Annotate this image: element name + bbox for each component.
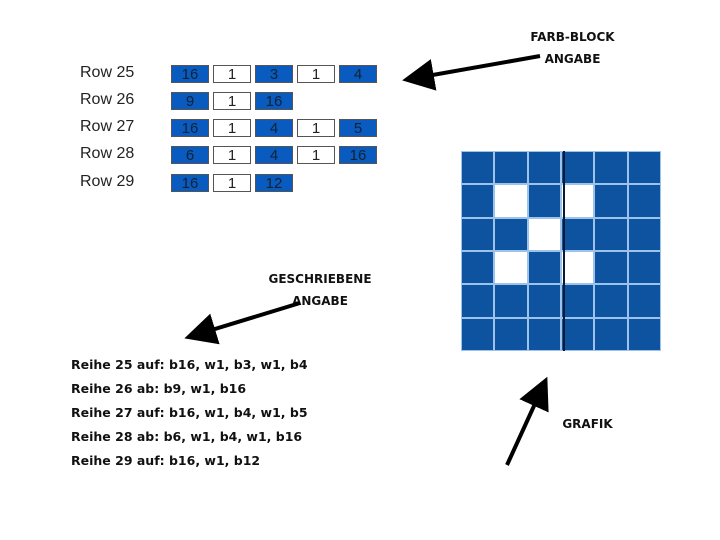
blue-cell: [528, 252, 560, 284]
center-line: [563, 151, 565, 351]
blue-block: 6: [171, 146, 209, 164]
blue-cell: [462, 152, 494, 184]
note-line: GESCHRIEBENE: [268, 272, 372, 286]
white-block: 1: [213, 174, 251, 192]
blue-cell: [462, 285, 494, 317]
blue-cell: [495, 152, 527, 184]
white-block: 1: [213, 65, 251, 83]
row-label: Row 26: [80, 91, 135, 108]
blue-cell: [462, 252, 494, 284]
white-cell: [562, 252, 594, 284]
blue-cell: [462, 218, 494, 250]
arrow-grafik: [505, 376, 549, 466]
note-geschriebene: GESCHRIEBENE ANGABE: [245, 268, 395, 312]
blue-block: 16: [339, 146, 377, 164]
blue-cell: [562, 152, 594, 184]
row-label: Row 25: [80, 64, 135, 81]
white-block: 1: [213, 146, 251, 164]
blue-cell: [595, 252, 627, 284]
blue-cell: [528, 318, 560, 350]
blue-block: 4: [339, 65, 377, 83]
blue-cell: [562, 218, 594, 250]
blue-cell: [528, 285, 560, 317]
row-label: Row 27: [80, 118, 135, 135]
white-cell: [495, 252, 527, 284]
blue-cell: [628, 218, 660, 250]
blue-cell: [628, 185, 660, 217]
blue-block: 4: [255, 119, 293, 137]
blue-cell: [462, 318, 494, 350]
note-line: ANGABE: [292, 294, 348, 308]
written-line: Reihe 29 auf: b16, w1, b12: [71, 453, 261, 468]
written-line: Reihe 27 auf: b16, w1, b4, w1, b5: [71, 405, 308, 420]
white-block: 1: [297, 146, 335, 164]
blue-block: 4: [255, 146, 293, 164]
arrow-geschriebene: [184, 301, 301, 345]
blue-block: 5: [339, 119, 377, 137]
blue-cell: [495, 218, 527, 250]
blue-cell: [628, 252, 660, 284]
blue-cell: [628, 152, 660, 184]
white-cell: [495, 185, 527, 217]
blue-cell: [628, 285, 660, 317]
note-line: FARB-BLOCK: [530, 30, 615, 44]
blue-cell: [562, 318, 594, 350]
blue-block: 16: [171, 174, 209, 192]
blue-cell: [595, 218, 627, 250]
note-grafik: GRAFIK: [562, 417, 613, 431]
blue-cell: [528, 185, 560, 217]
blue-cell: [462, 185, 494, 217]
white-cell: [562, 185, 594, 217]
white-cell: [528, 218, 560, 250]
blue-block: 16: [171, 119, 209, 137]
note-line: ANGABE: [544, 52, 601, 66]
arrow-farb-block: [402, 54, 541, 91]
blue-block: 3: [255, 65, 293, 83]
note-farb-block: FARB-BLOCK ANGABE: [520, 26, 625, 70]
blue-cell: [628, 318, 660, 350]
blue-block: 9: [171, 92, 209, 110]
row-label: Row 29: [80, 173, 135, 190]
written-line: Reihe 25 auf: b16, w1, b3, w1, b4: [71, 357, 308, 372]
blue-block: 16: [171, 65, 209, 83]
row-label: Row 28: [80, 145, 135, 162]
written-line: Reihe 28 ab: b6, w1, b4, w1, b16: [71, 429, 303, 444]
white-block: 1: [213, 92, 251, 110]
blue-cell: [495, 285, 527, 317]
white-block: 1: [297, 119, 335, 137]
white-block: 1: [213, 119, 251, 137]
blue-cell: [595, 318, 627, 350]
blue-cell: [595, 285, 627, 317]
written-line: Reihe 26 ab: b9, w1, b16: [71, 381, 247, 396]
blue-cell: [495, 318, 527, 350]
blue-block: 16: [255, 92, 293, 110]
blue-cell: [562, 285, 594, 317]
blue-cell: [595, 152, 627, 184]
blue-block: 12: [255, 174, 293, 192]
blue-cell: [595, 185, 627, 217]
pattern-graphic: [461, 151, 661, 351]
white-block: 1: [297, 65, 335, 83]
blue-cell: [528, 152, 560, 184]
